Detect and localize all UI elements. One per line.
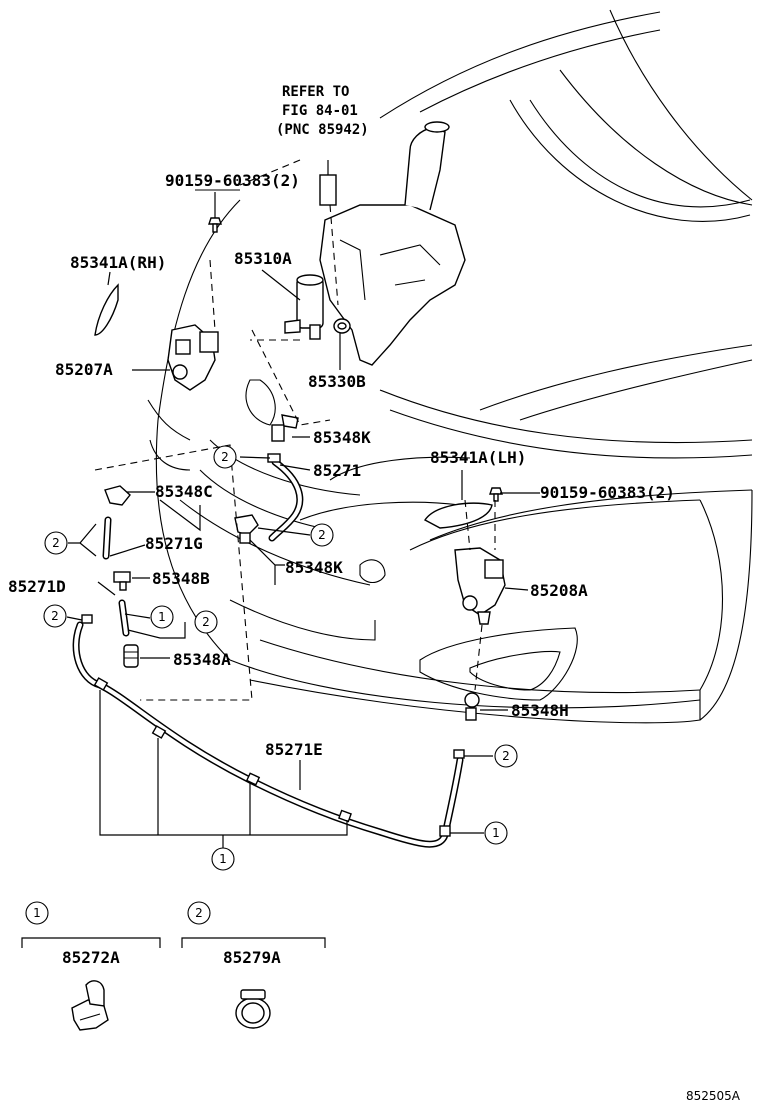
callout-2-c: 2 (44, 531, 68, 555)
svg-text:2: 2 (51, 609, 59, 623)
callout-2-b: 2 (310, 523, 334, 547)
joint-85348a (123, 644, 139, 668)
svg-text:1: 1 (219, 852, 227, 866)
washer-tank (319, 121, 466, 366)
clip-85272a-icon (71, 980, 109, 1031)
label-nozzle-rh: 85341A(RH) (70, 253, 166, 272)
label-joint-k-lower: 85348K (285, 558, 343, 577)
svg-text:2: 2 (502, 749, 510, 763)
grommet-85330b (333, 318, 351, 334)
bolt-lh (489, 487, 503, 502)
joint-85348k-upper (271, 414, 299, 442)
legend-item-2: 2 85279A (181, 901, 326, 1029)
callout-2-a: 2 (213, 445, 237, 469)
legend-part-85279a: 85279A (223, 948, 281, 967)
refer-note-line1: REFER TO (282, 84, 349, 100)
svg-text:2: 2 (318, 528, 326, 542)
nozzle-cover-lh (423, 502, 493, 529)
callout-1-a: 1 (150, 605, 174, 629)
label-pump: 85310A (234, 249, 292, 268)
hose-85271 (268, 458, 304, 542)
callout-1-c: 1 (211, 847, 235, 871)
callout-1-b: 1 (484, 821, 508, 845)
vehicle-body-outline (147, 9, 753, 724)
pump-connector (319, 160, 337, 206)
svg-text:2: 2 (52, 536, 60, 550)
label-grommet: 85330B (308, 372, 366, 391)
svg-text:1: 1 (33, 906, 41, 920)
label-actuator-lh: 85208A (530, 581, 588, 600)
svg-text:1: 1 (158, 610, 166, 624)
label-actuator-rh: 85207A (55, 360, 113, 379)
dashed-guide-lines (94, 159, 496, 701)
actuator-lh-85208a (454, 547, 506, 625)
bolt-upper (208, 217, 222, 233)
callout-2-e: 2 (194, 610, 218, 634)
actuator-rh-85207a (167, 324, 219, 391)
label-joint-k-upper: 85348K (313, 428, 371, 447)
callout-2-f: 2 (494, 744, 518, 768)
svg-text:2: 2 (195, 906, 203, 920)
hose-clamps (81, 614, 465, 837)
label-hose-e: 85271E (265, 740, 323, 759)
svg-text:2: 2 (221, 450, 229, 464)
figure-id: 852505A (686, 1089, 741, 1103)
label-hose-85271: 85271 (313, 461, 361, 480)
hose-85271d (118, 599, 130, 637)
washer-pump-85310a (284, 274, 324, 340)
label-joint-h: 85348H (511, 701, 569, 720)
label-bolt-upper: 90159-60383(2) (165, 171, 300, 190)
svg-text:2: 2 (202, 615, 210, 629)
clamp-85279a-icon (235, 989, 271, 1029)
joint-85348b (113, 571, 131, 591)
svg-text:1: 1 (492, 826, 500, 840)
label-bolt-lh: 90159-60383(2) (540, 483, 675, 502)
label-joint-a: 85348A (173, 650, 231, 669)
label-hose-g: 85271G (145, 534, 203, 553)
label-hose-d: 85271D (8, 577, 66, 596)
nozzle-cover-rh (94, 283, 119, 336)
hose-85271g (102, 516, 112, 560)
label-joint-c: 85348C (155, 482, 213, 501)
label-joint-b: 85348B (152, 569, 210, 588)
refer-note: REFER TO FIG 84-01 (PNC 85942) (276, 84, 369, 138)
legend-item-1: 1 85272A (21, 901, 161, 1031)
legend-part-85272a: 85272A (62, 948, 120, 967)
joint-85348c (104, 485, 131, 506)
refer-note-line2: FIG 84-01 (282, 103, 358, 119)
label-nozzle-lh: 85341A(LH) (430, 448, 526, 467)
joint-85348h (464, 692, 480, 721)
refer-note-line3: (PNC 85942) (276, 122, 369, 138)
callout-2-d: 2 (43, 604, 67, 628)
callout-circles: 2 2 2 2 1 2 2 1 1 (43, 445, 518, 871)
leader-lines (66, 192, 540, 848)
